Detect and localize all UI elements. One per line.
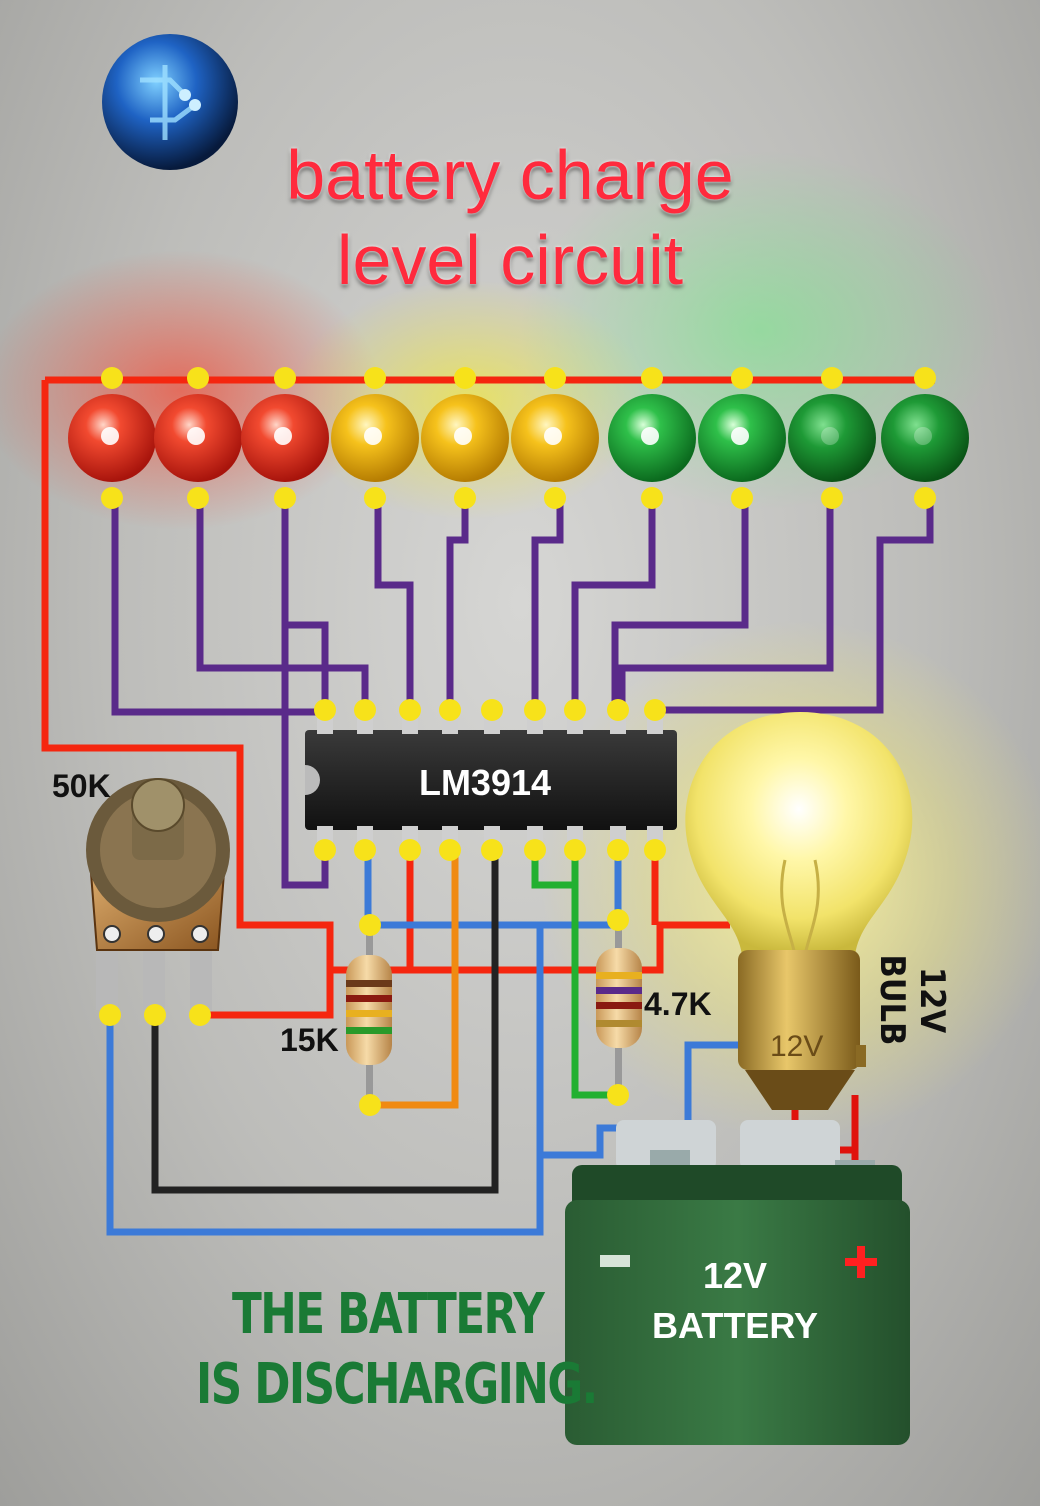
junction-node (644, 699, 666, 721)
battery-name: BATTERY (652, 1305, 818, 1346)
plus-sign-icon (845, 1246, 877, 1278)
junction-node (314, 839, 336, 861)
junction-node (821, 367, 843, 389)
junction-node (454, 487, 476, 509)
led-2 (154, 394, 242, 482)
light-bulb (685, 712, 913, 1110)
junction-node (99, 1004, 121, 1026)
resistor-4-7k (596, 918, 642, 1098)
junction-node (354, 699, 376, 721)
led-5 (421, 394, 509, 482)
junction-node (914, 367, 936, 389)
led-10 (881, 394, 969, 482)
junction-node (364, 367, 386, 389)
junction-node (314, 699, 336, 721)
junction-node (544, 487, 566, 509)
status-line-2: IS DISCHARGING. (196, 1352, 598, 1417)
junction-node (274, 487, 296, 509)
junction-node (607, 699, 629, 721)
resistor-15k (346, 930, 392, 1110)
junction-node (914, 487, 936, 509)
junction-node (564, 699, 586, 721)
junction-node (641, 367, 663, 389)
status-line-1: THE BATTERY (232, 1282, 545, 1347)
junction-node (144, 1004, 166, 1026)
led-4 (331, 394, 419, 482)
junction-node (731, 487, 753, 509)
led-3 (241, 394, 329, 482)
junction-node (607, 839, 629, 861)
junction-node (187, 367, 209, 389)
junction-node (439, 839, 461, 861)
bulb-label: 12V BULB (872, 954, 952, 1046)
led-8 (698, 394, 786, 482)
junction-node (101, 487, 123, 509)
junction-node (399, 699, 421, 721)
globe-circuit-logo-icon (102, 34, 238, 170)
junction-node (524, 839, 546, 861)
resistor-15k-label: 15K (280, 1022, 339, 1058)
title-line-1: battery charge (286, 136, 734, 214)
led-1 (68, 394, 156, 482)
junction-node (731, 367, 753, 389)
junction-node (359, 1094, 381, 1116)
junction-node (564, 839, 586, 861)
wire-rail-to-pot (41, 380, 334, 1019)
ic-label: LM3914 (418, 762, 552, 803)
junction-node (189, 1004, 211, 1026)
junction-node (274, 367, 296, 389)
battery-voltage: 12V (702, 1255, 768, 1296)
junction-node (481, 699, 503, 721)
junction-node (454, 367, 476, 389)
junction-node (821, 487, 843, 509)
junction-node (364, 487, 386, 509)
junction-nodes (99, 367, 936, 1116)
led-bar (68, 394, 969, 482)
junction-node (641, 487, 663, 509)
junction-node (101, 367, 123, 389)
minus-sign-icon (600, 1255, 630, 1267)
junction-node (187, 487, 209, 509)
junction-node (644, 839, 666, 861)
potentiometer (86, 778, 230, 1010)
bulb-base-text: 12V (770, 1030, 824, 1063)
junction-node (607, 1084, 629, 1106)
car-battery (565, 1120, 910, 1445)
led-9 (788, 394, 876, 482)
junction-node (524, 699, 546, 721)
junction-node (354, 839, 376, 861)
resistor-4-7k-label: 4.7K (644, 986, 712, 1022)
junction-node (359, 914, 381, 936)
led-6 (511, 394, 599, 482)
junction-node (607, 909, 629, 931)
junction-node (481, 839, 503, 861)
junction-node (439, 699, 461, 721)
title-line-2: level circuit (336, 221, 684, 299)
led-7 (608, 394, 696, 482)
junction-node (399, 839, 421, 861)
junction-node (544, 367, 566, 389)
pot-label: 50K (52, 768, 111, 804)
